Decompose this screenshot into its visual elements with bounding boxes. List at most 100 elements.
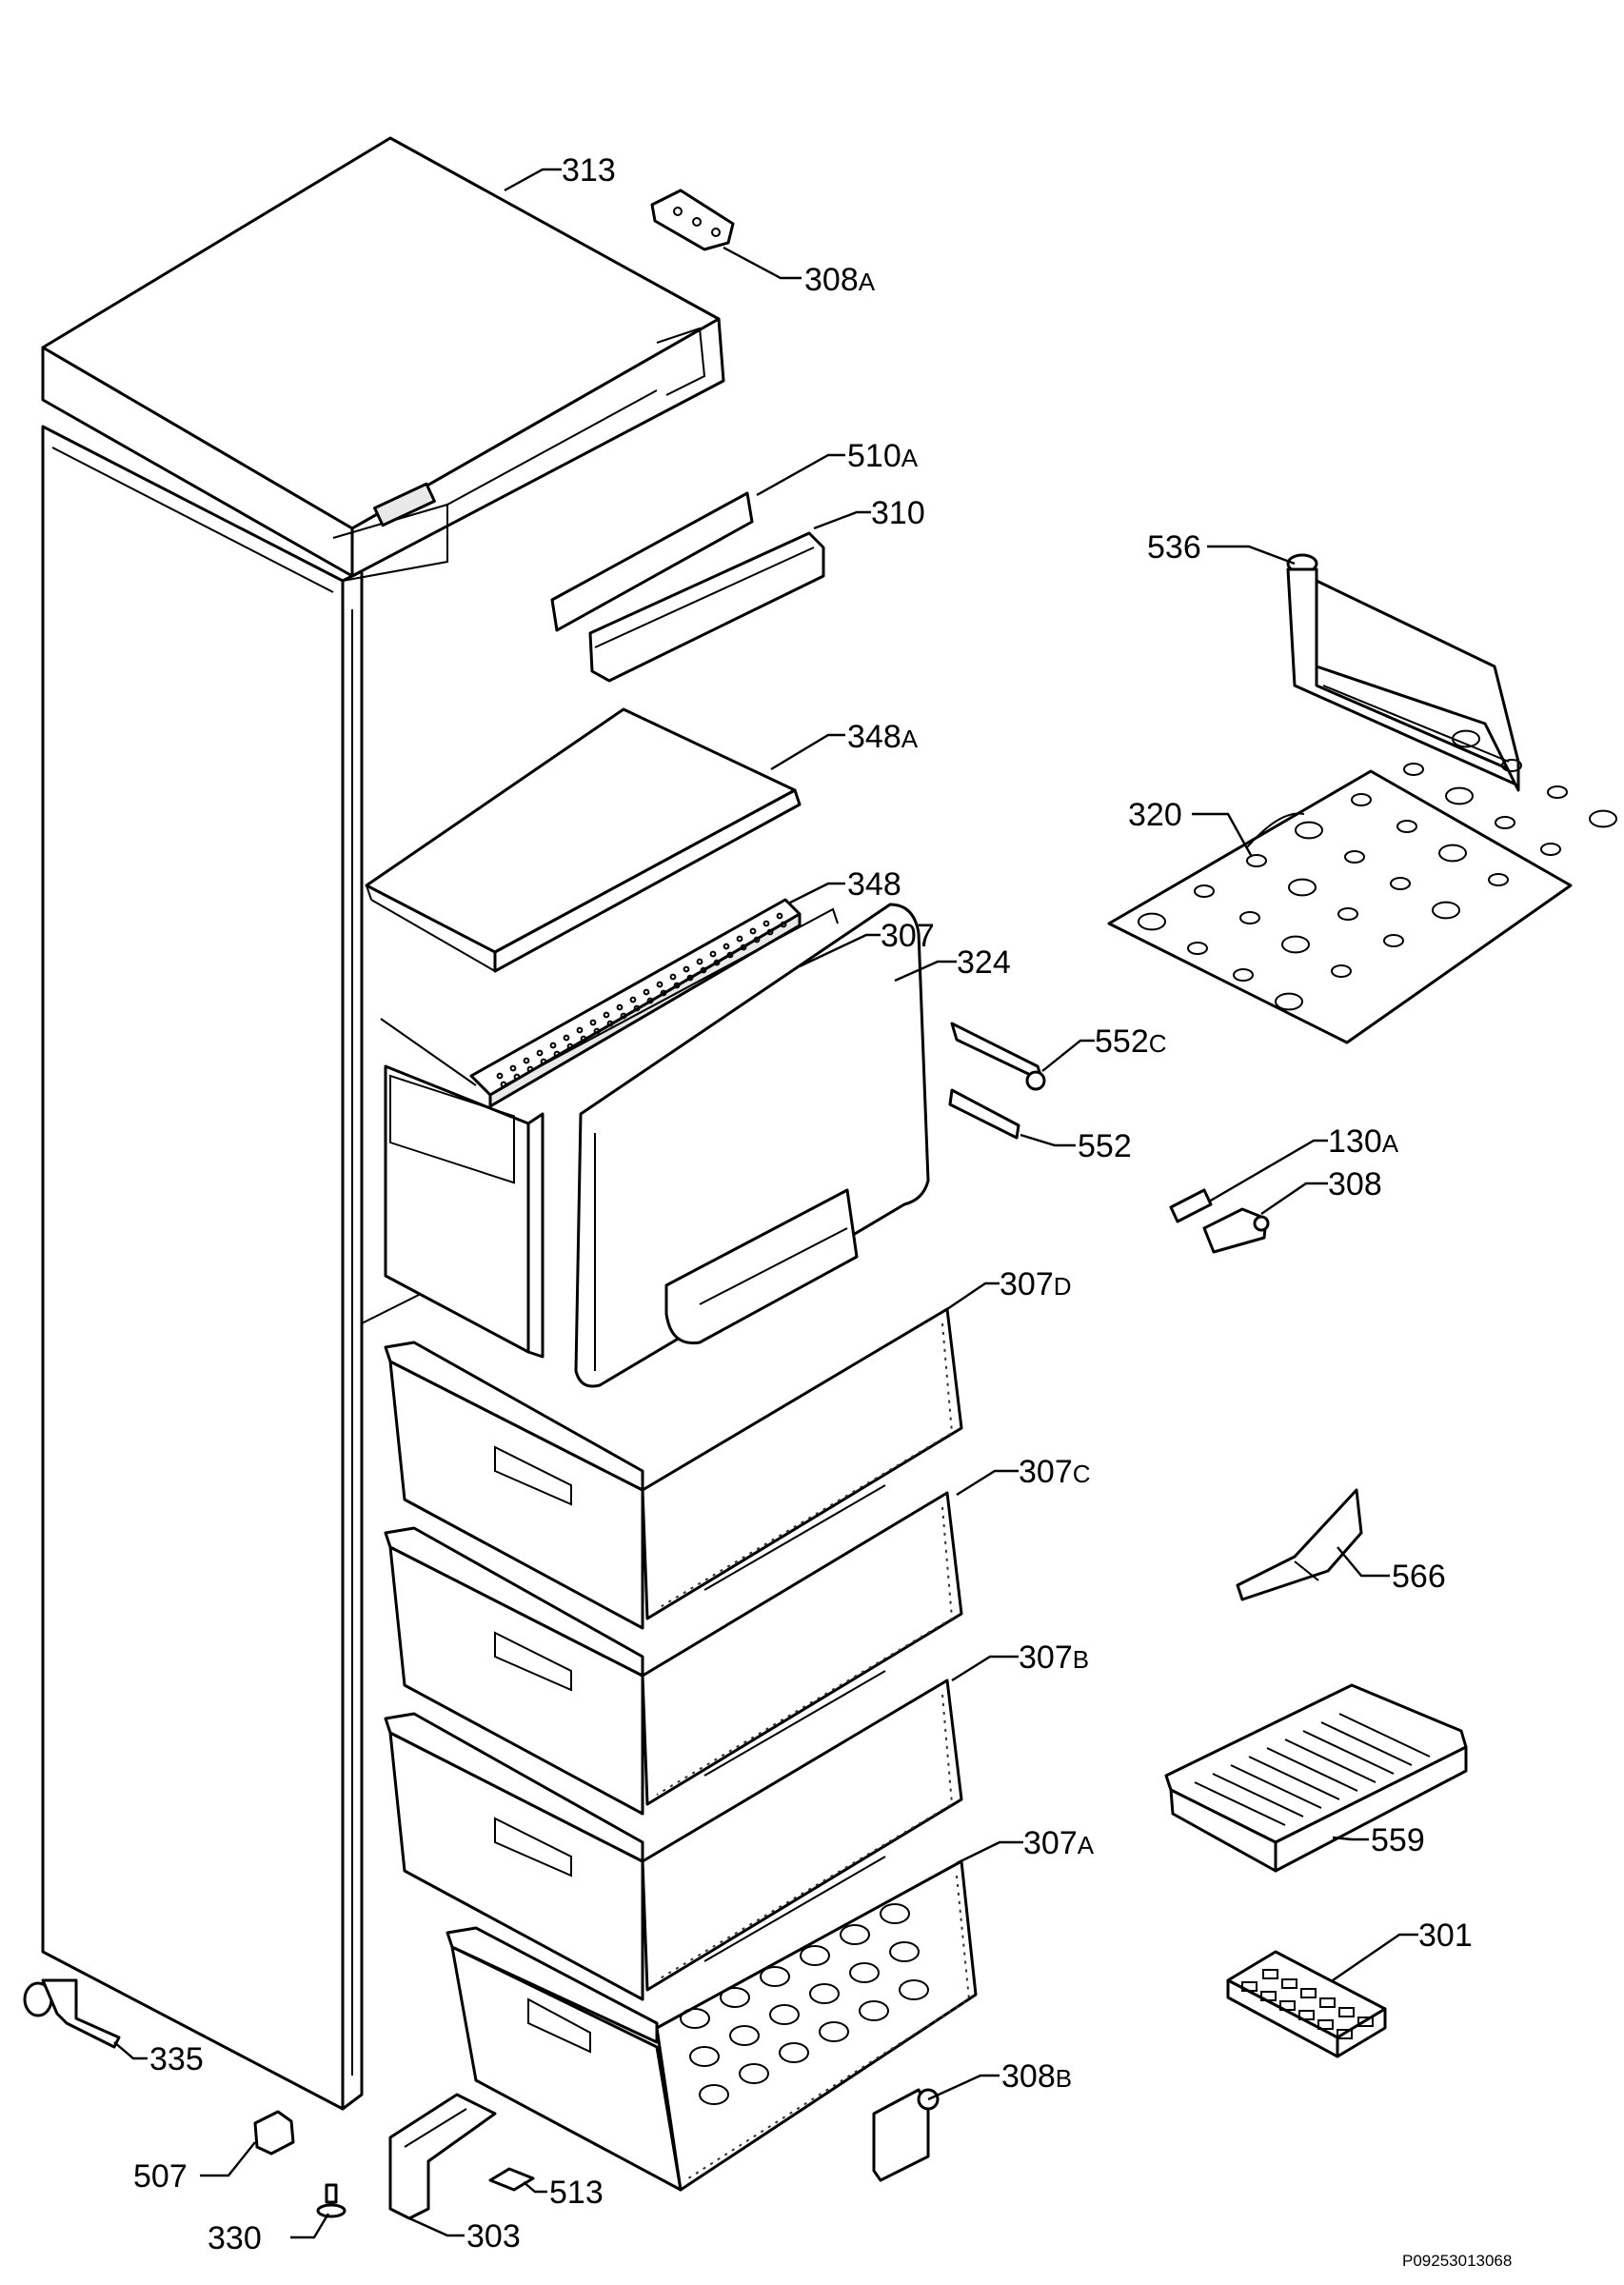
top-cover bbox=[41, 136, 725, 582]
ice-cell bbox=[1281, 1978, 1297, 1989]
tray-hole bbox=[1295, 821, 1323, 840]
callout-307c: 307C bbox=[1019, 1454, 1091, 1490]
drawer-hole bbox=[680, 2008, 710, 2029]
shelf-perforation bbox=[633, 1004, 641, 1012]
shelf-perforation bbox=[643, 988, 650, 996]
callout-310: 310 bbox=[871, 495, 925, 531]
tray-hole bbox=[1344, 850, 1365, 864]
accumulator-rib bbox=[1230, 1764, 1322, 1809]
tray-hole bbox=[1589, 809, 1617, 828]
callout-510a: 510A bbox=[847, 438, 919, 474]
tray-hole bbox=[1275, 992, 1303, 1011]
drawer-307c bbox=[384, 1491, 963, 1816]
flap-handle bbox=[588, 531, 825, 683]
shelf-perforation bbox=[766, 928, 774, 936]
callout-335: 335 bbox=[149, 2041, 204, 2077]
clip-507 bbox=[253, 2110, 295, 2156]
spacer-513 bbox=[488, 2167, 535, 2192]
callout-308: 308 bbox=[1328, 1166, 1382, 1202]
shelf-perforation bbox=[713, 959, 721, 966]
ice-cell bbox=[1241, 1981, 1258, 1992]
shelf-perforation bbox=[566, 1043, 574, 1050]
shelf-perforation bbox=[536, 1049, 544, 1057]
callout-313: 313 bbox=[562, 152, 616, 189]
callout-552c: 552C bbox=[1095, 1023, 1167, 1060]
shelf-perforation bbox=[563, 1034, 570, 1042]
callout-552: 552 bbox=[1078, 1128, 1132, 1164]
tray-hole bbox=[1351, 793, 1372, 806]
tray-hole bbox=[1390, 877, 1411, 890]
ice-cell bbox=[1260, 1991, 1277, 2001]
callout-301: 301 bbox=[1418, 1917, 1473, 1954]
shelf-perforation bbox=[593, 1027, 601, 1035]
hinge-bracket-335 bbox=[23, 1978, 121, 2049]
callout-536: 536 bbox=[1147, 529, 1201, 566]
drawer-hole bbox=[800, 1945, 830, 1966]
tray-hole bbox=[1540, 843, 1561, 856]
divider-536 bbox=[1286, 553, 1520, 792]
shelf-perforation bbox=[620, 1012, 627, 1020]
perforated-tray-320 bbox=[1107, 729, 1617, 1044]
shelf-perforation bbox=[686, 974, 694, 982]
tray-hole bbox=[1501, 759, 1522, 772]
shelf-perforation bbox=[669, 973, 677, 981]
tray-hole bbox=[1488, 873, 1509, 886]
rail-552c bbox=[950, 1022, 1046, 1091]
accumulator-rib bbox=[1266, 1747, 1358, 1792]
tray-hole bbox=[1233, 968, 1254, 982]
foot-330 bbox=[316, 2183, 347, 2218]
drawer-hole bbox=[859, 2000, 889, 2021]
shelf-perforation bbox=[780, 921, 787, 928]
tray-hole bbox=[1138, 912, 1166, 931]
shelf-perforation bbox=[523, 1057, 530, 1064]
ice-cell bbox=[1317, 2019, 1334, 2030]
plinth-303 bbox=[388, 2093, 497, 2220]
drawer-hole bbox=[689, 2046, 720, 2067]
drawer-hole bbox=[849, 1962, 880, 1983]
callout-130a: 130A bbox=[1328, 1123, 1399, 1160]
tray-hole bbox=[1281, 935, 1310, 954]
callout-566: 566 bbox=[1392, 1559, 1446, 1595]
callout-308a: 308A bbox=[804, 262, 876, 298]
tray-hole bbox=[1403, 763, 1424, 776]
ice-cell bbox=[1338, 2007, 1355, 2017]
shelf-perforation bbox=[496, 1072, 504, 1080]
callout-507: 507 bbox=[133, 2158, 188, 2195]
tray-hole bbox=[1246, 854, 1267, 867]
ice-cell bbox=[1357, 2017, 1374, 2027]
ice-cell bbox=[1262, 1969, 1278, 1979]
shelf-perforation bbox=[726, 951, 734, 959]
shelf-perforation bbox=[616, 1003, 624, 1011]
drawer-hole bbox=[819, 2021, 849, 2042]
callout-307d: 307D bbox=[1000, 1266, 1072, 1302]
tray-hole bbox=[1383, 934, 1404, 947]
hinge-308b bbox=[872, 2088, 940, 2182]
drawer-hole bbox=[699, 2084, 729, 2105]
ice-cell bbox=[1300, 1988, 1317, 1998]
shelf-perforation bbox=[683, 965, 690, 973]
callout-513: 513 bbox=[549, 2175, 604, 2211]
tray-hole bbox=[1432, 901, 1460, 920]
accumulator-rib bbox=[1212, 1773, 1304, 1818]
shelf-perforation bbox=[606, 1020, 614, 1027]
shelf-perforation bbox=[673, 982, 681, 989]
shelf-perforation bbox=[762, 920, 770, 927]
drawer-hole bbox=[769, 2004, 800, 2025]
drawer-hole bbox=[899, 1979, 929, 2000]
shelf-perforation bbox=[749, 927, 757, 935]
shelf-perforation bbox=[549, 1042, 557, 1049]
callout-307: 307 bbox=[881, 918, 935, 954]
shelf-perforation bbox=[656, 981, 663, 988]
shelf-perforation bbox=[776, 912, 783, 920]
ice-cell bbox=[1298, 2010, 1315, 2020]
drawer-307d bbox=[384, 1307, 963, 1630]
shelf-perforation bbox=[603, 1011, 610, 1019]
ice-scraper-566 bbox=[1236, 1488, 1363, 1601]
tray-hole bbox=[1337, 907, 1358, 921]
shelf-perforation bbox=[580, 1035, 587, 1043]
shelf-perforation bbox=[723, 943, 730, 950]
tray-hole bbox=[1396, 820, 1417, 833]
callout-labels: 313 308A 510A 310 536 348A 320 348 307 3… bbox=[133, 152, 1473, 2256]
callout-307b: 307B bbox=[1019, 1639, 1089, 1676]
callout-330: 330 bbox=[208, 2220, 262, 2256]
